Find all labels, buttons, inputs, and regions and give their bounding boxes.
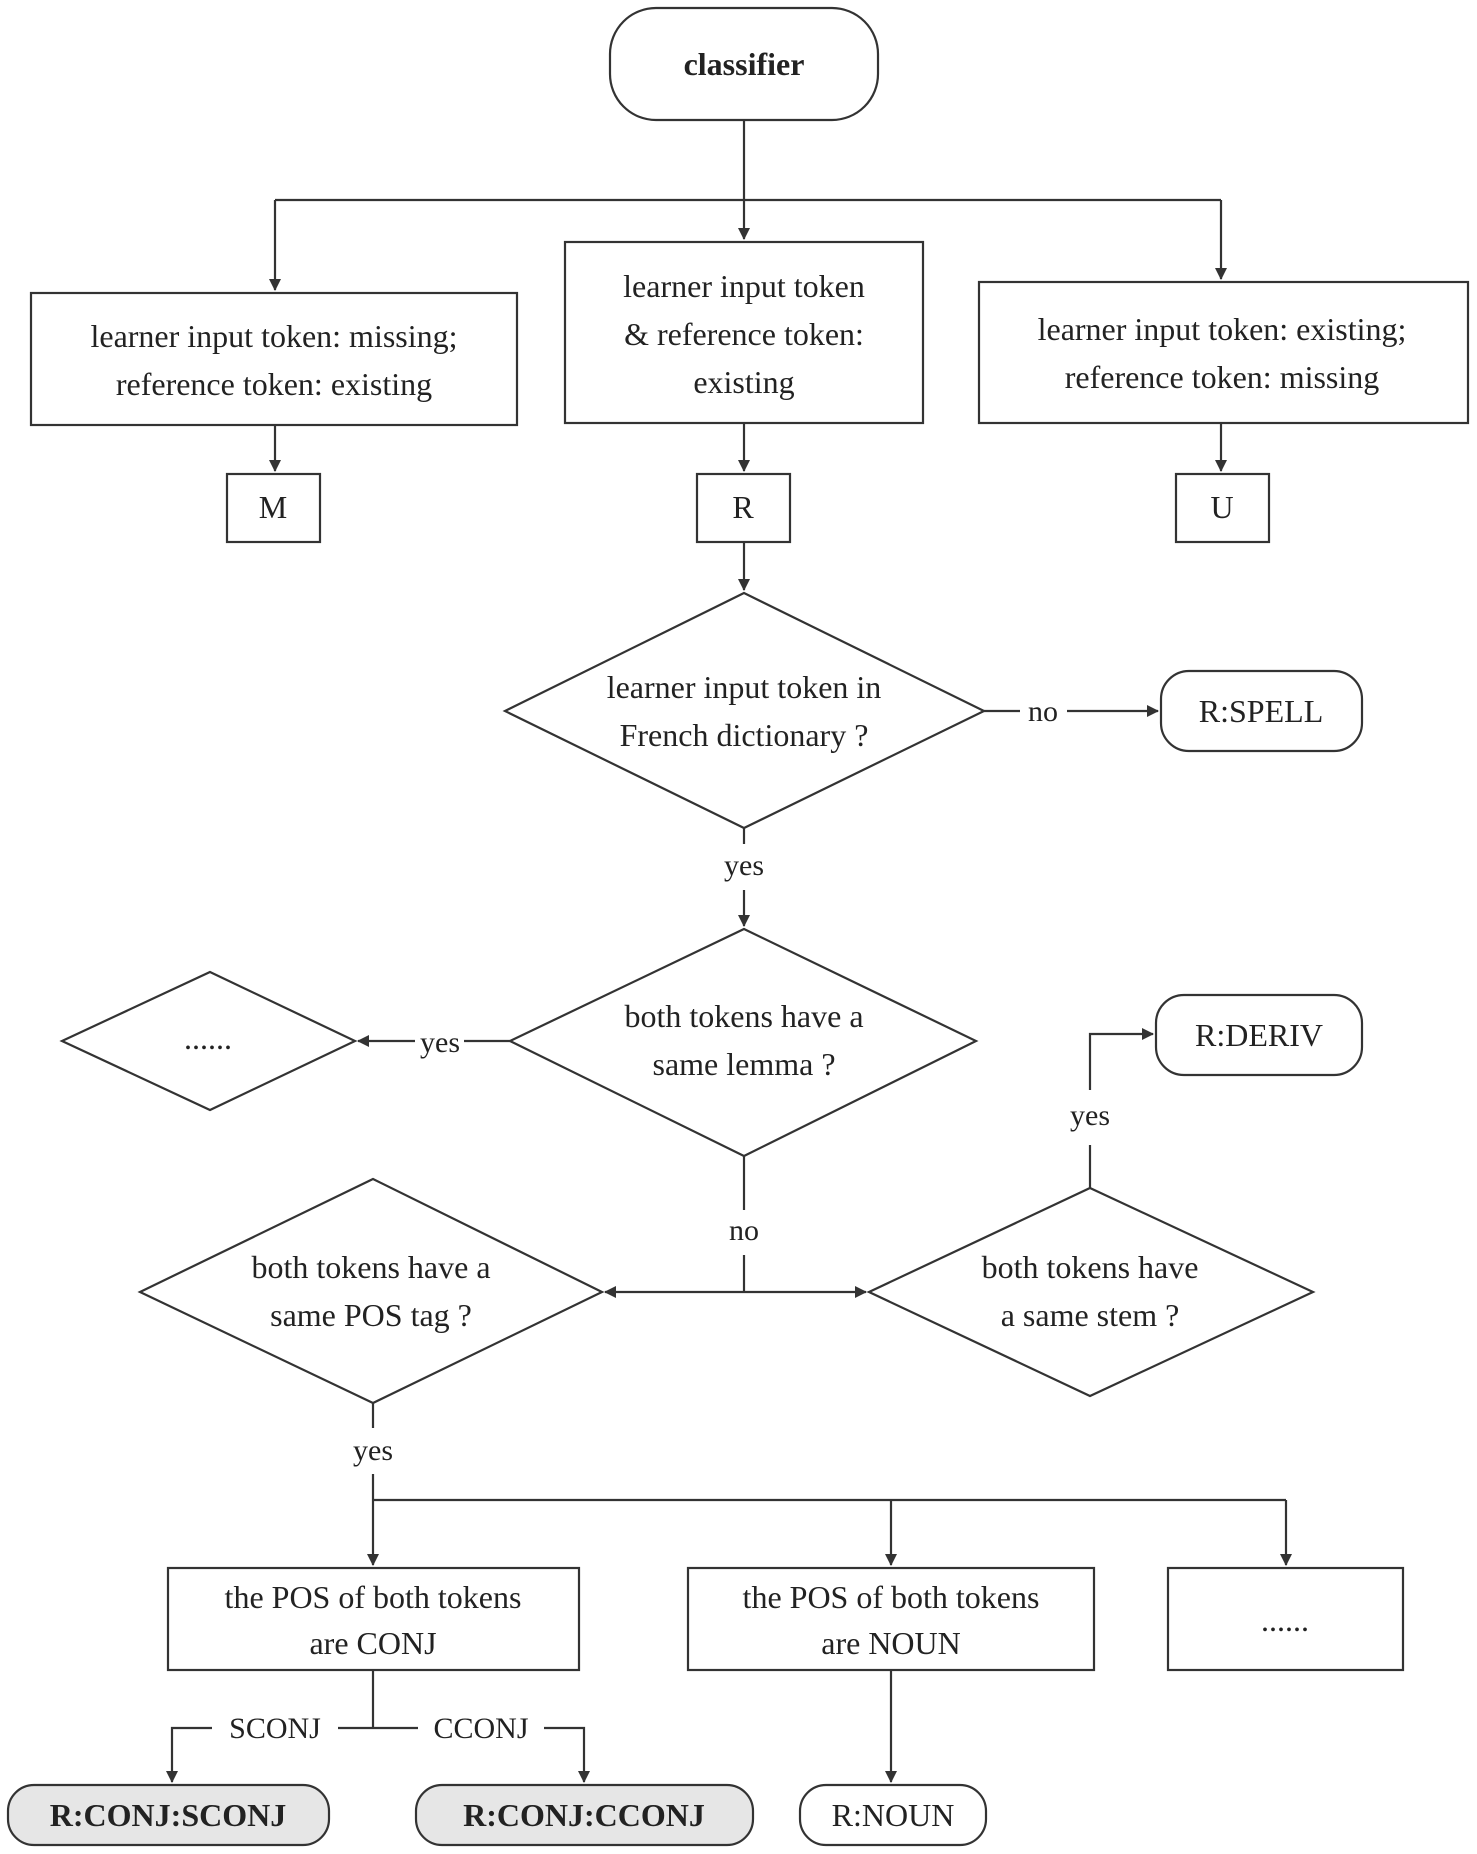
unnecessary-case-line-1: learner input token: existing; — [1038, 311, 1407, 347]
r-deriv-shape — [1154, 993, 1364, 1077]
pos-noun-line-2: are NOUN — [821, 1625, 961, 1661]
same-lemma-decision-diamond — [507, 927, 979, 1158]
missing-case-node: learner input token: missing; reference … — [29, 291, 519, 427]
missing-case-line-1: learner input token: missing; — [90, 318, 457, 354]
label-dict-yes: yes — [724, 849, 764, 882]
pos-more-label: ...... — [1261, 1602, 1309, 1638]
m-box — [225, 472, 322, 544]
classifier-label: classifier — [684, 46, 805, 82]
u-box — [1174, 472, 1271, 544]
same-pos-decision-node: both tokens have a same POS tag ? — [137, 1177, 605, 1405]
missing-case-line-2: reference token: existing — [116, 366, 432, 402]
r-spell-node: R:SPELL — [1159, 669, 1364, 753]
edge-sconj-b — [166, 1726, 212, 1783]
replace-case-box — [563, 240, 925, 425]
missing-case-box — [29, 291, 519, 427]
r-conj-cconj-node: R:CONJ:CCONJ — [414, 1783, 755, 1847]
lemma-more-node: ...... — [59, 970, 358, 1112]
same-stem-decision-line-2: a same stem ? — [1001, 1297, 1180, 1333]
r-noun-shape — [798, 1783, 988, 1847]
dictionary-decision-line-1: learner input token in — [607, 669, 882, 705]
unnecessary-case-line-2: reference token: missing — [1065, 359, 1380, 395]
r-spell-label: R:SPELL — [1199, 693, 1323, 729]
pos-conj-box — [166, 1566, 581, 1672]
r-conj-cconj-label: R:CONJ:CCONJ — [463, 1797, 705, 1833]
lemma-more-diamond — [59, 970, 358, 1112]
same-pos-decision-diamond — [137, 1177, 605, 1405]
dictionary-decision-line-2: French dictionary ? — [620, 717, 869, 753]
classifier-node: classifier — [608, 6, 880, 122]
edge-cconj-b — [544, 1726, 590, 1783]
replace-case-line-1: learner input token — [623, 268, 865, 304]
pos-conj-node: the POS of both tokens are CONJ — [166, 1566, 581, 1672]
pos-more-box — [1166, 1566, 1405, 1672]
unnecessary-case-box — [977, 280, 1470, 425]
pos-conj-line-1: the POS of both tokens — [225, 1579, 522, 1615]
replace-case-line-2: & reference token: — [624, 316, 864, 352]
lemma-more-label: ...... — [184, 1020, 232, 1056]
r-conj-cconj-shape — [414, 1783, 755, 1847]
r-conj-sconj-label: R:CONJ:SCONJ — [50, 1797, 286, 1833]
pos-noun-box — [686, 1566, 1096, 1672]
same-stem-decision-line-1: both tokens have — [982, 1249, 1199, 1285]
r-conj-sconj-node: R:CONJ:SCONJ — [6, 1783, 331, 1847]
r-deriv-label: R:DERIV — [1195, 1017, 1323, 1053]
m-node: M — [225, 472, 322, 544]
same-pos-decision-line-2: same POS tag ? — [270, 1297, 472, 1333]
edge-labels: no yes yes no yes yes SCONJ CCONJ — [229, 695, 1110, 1745]
label-pos-yes: yes — [353, 1434, 393, 1467]
pos-conj-line-2: are CONJ — [309, 1625, 436, 1661]
m-label: M — [259, 489, 287, 525]
same-pos-decision-line-1: both tokens have a — [251, 1249, 490, 1285]
r-box — [695, 472, 792, 544]
label-dict-no: no — [1028, 695, 1058, 728]
r-spell-shape — [1159, 669, 1364, 753]
pos-noun-line-1: the POS of both tokens — [743, 1579, 1040, 1615]
r-label: R — [732, 489, 754, 525]
r-deriv-node: R:DERIV — [1154, 993, 1364, 1077]
u-label: U — [1210, 489, 1233, 525]
r-conj-sconj-shape — [6, 1783, 331, 1847]
label-sconj: SCONJ — [229, 1712, 321, 1745]
same-lemma-decision-line-1: both tokens have a — [624, 998, 863, 1034]
replace-case-node: learner input token & reference token: e… — [563, 240, 925, 425]
same-lemma-decision-node: both tokens have a same lemma ? — [507, 927, 979, 1158]
dictionary-decision-diamond — [502, 591, 987, 830]
same-stem-decision-diamond — [866, 1186, 1316, 1398]
label-stem-yes: yes — [1070, 1099, 1110, 1132]
edge-stem-yes-b — [1088, 1028, 1154, 1090]
replace-case-line-3: existing — [693, 364, 794, 400]
same-lemma-decision-line-2: same lemma ? — [652, 1046, 835, 1082]
unnecessary-case-node: learner input token: existing; reference… — [977, 280, 1470, 425]
same-stem-decision-node: both tokens have a same stem ? — [866, 1186, 1316, 1398]
classifier-shape — [608, 6, 880, 122]
r-node: R — [695, 472, 792, 544]
pos-noun-node: the POS of both tokens are NOUN — [686, 1566, 1096, 1672]
r-noun-label: R:NOUN — [832, 1797, 955, 1833]
r-noun-node: R:NOUN — [798, 1783, 988, 1847]
label-lemma-no: no — [729, 1214, 759, 1247]
label-lemma-yes: yes — [420, 1026, 460, 1059]
u-node: U — [1174, 472, 1271, 544]
dictionary-decision-node: learner input token in French dictionary… — [502, 591, 987, 830]
pos-more-node: ...... — [1166, 1566, 1405, 1672]
label-cconj: CCONJ — [433, 1712, 528, 1745]
connectors — [166, 120, 1292, 1783]
